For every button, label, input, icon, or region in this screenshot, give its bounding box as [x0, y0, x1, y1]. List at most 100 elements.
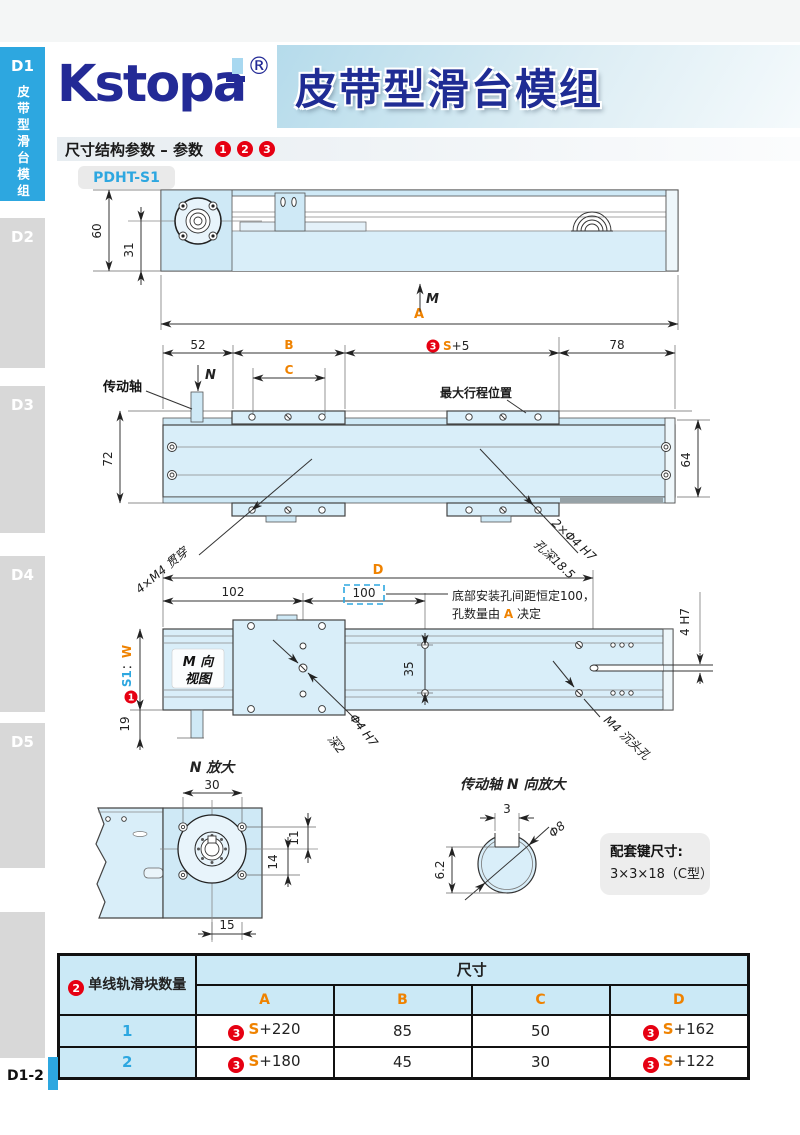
row-accent-bar: [48, 1057, 58, 1090]
dim-B: B: [284, 338, 293, 352]
row1-C: 50: [470, 1013, 611, 1048]
dim-W-label: S1：W: [120, 645, 134, 687]
detail-n-title: N 放大: [190, 759, 237, 776]
note-phi4h7: Φ4 H7: [347, 711, 381, 749]
mounting-note-line1: 底部安装孔间距恒定100，: [452, 588, 595, 603]
note-m4-counterbore: M4 沉头孔: [601, 713, 654, 763]
m-view-label-1: M 向: [183, 654, 215, 670]
param-badge-3-icon: 3: [642, 1057, 659, 1073]
drive-shaft-stub: [190, 391, 204, 423]
dim-72: 72: [101, 451, 115, 466]
dim-102: 102: [222, 585, 245, 599]
key-spec-title: 配套键尺寸:: [610, 843, 683, 860]
note-phi4h7-depth: 深2: [325, 732, 348, 756]
sidebar-tab-d4-label: D4: [11, 566, 34, 584]
flange-bolts: [178, 201, 218, 241]
slider-block: [274, 192, 306, 232]
bottom-slider-plate: [232, 619, 346, 716]
key-spec-box: [600, 833, 710, 895]
side-view: 60 31 A M: [90, 189, 679, 330]
row1-B: 85: [332, 1013, 473, 1048]
page-title: 皮带型滑台模组: [295, 65, 604, 114]
param-badge-3-digit: 3: [430, 342, 437, 353]
sidebar-tab-d2[interactable]: D2: [0, 218, 45, 368]
dim-35: 35: [402, 661, 416, 676]
dim-52: 52: [190, 338, 205, 352]
dim-C: C: [285, 363, 294, 377]
logo-accent-square: [232, 58, 243, 74]
row2-B: 45: [332, 1045, 473, 1080]
plan-dark-band: [560, 497, 663, 503]
dim-4H7: 4 H7: [678, 608, 692, 636]
param-badge-3-icon: 3: [228, 1025, 245, 1042]
n-direction-label: N: [205, 368, 216, 383]
brand-logo-text: Kstopa: [57, 55, 247, 114]
page-title-banner: 皮带型滑台模组: [277, 45, 800, 128]
param-badge-3-icon: [426, 339, 440, 353]
param-badge-3-icon: 3: [228, 1057, 245, 1073]
detail-n-left-body: [95, 807, 164, 919]
param-badge-2-icon: 2: [68, 980, 85, 996]
view-label-box: [171, 648, 225, 689]
dim-6-2: 6.2: [433, 860, 447, 879]
sidebar-tab-d1[interactable]: D1 皮带型滑台模组: [0, 47, 45, 201]
shaft-slot: [593, 665, 663, 671]
bottom-view: D 102 100 底部安装孔间距恒定100， 孔数量由 A 决定: [118, 563, 713, 763]
table-col-B: B: [332, 983, 473, 1016]
plan-corner-screws: [167, 442, 671, 480]
sidebar-tab-d4[interactable]: D4: [0, 556, 45, 712]
dim-A: A: [414, 307, 424, 322]
dim-S+5: S+5: [443, 339, 469, 353]
table-col-D: D: [608, 983, 750, 1016]
plan-view: 52 B 3 S+5 78 C N 传动轴 最大行程位置 72: [101, 337, 710, 596]
registered-mark: ®: [247, 52, 271, 80]
bottom-end-cap: [662, 628, 674, 711]
dim-19: 19: [118, 716, 132, 731]
shaft-keyway: [495, 833, 519, 847]
section-header: 尺寸结构参数 – 参数 1 2 3: [57, 137, 800, 161]
table-col-A: A: [194, 983, 335, 1016]
drive-shaft-label: 传动轴: [102, 379, 142, 395]
param-badge-1-icon: [124, 690, 138, 704]
detail-shaft-title: 传动轴 N 向放大: [460, 776, 567, 793]
param-badge-3: 3: [258, 141, 275, 157]
plan-right-tab: [480, 515, 512, 523]
param-badge-3-icon: 3: [642, 1025, 659, 1042]
sidebar-tab-d3[interactable]: D3: [0, 386, 45, 533]
brand-logo: Kstopa ®: [57, 50, 287, 125]
max-stroke-label: 最大行程位置: [440, 385, 512, 400]
table-stub-label: 单线轨滑块数量: [88, 976, 187, 993]
dim-100-highlight-box: [343, 584, 385, 605]
m-view-label-2: 视图: [185, 671, 213, 687]
plan-left-tab: [265, 515, 297, 523]
dim-31: 31: [122, 242, 136, 257]
note-4xM4: 4×M4 贯穿: [133, 543, 192, 596]
dim-78: 78: [609, 338, 624, 352]
top-margin-strip: [0, 0, 800, 42]
page-number: D1-2: [7, 1068, 44, 1084]
section-title: 尺寸结构参数 – 参数: [65, 140, 203, 159]
param-badge-2: 2: [236, 141, 253, 157]
sidebar-tab-d5[interactable]: D5: [0, 723, 45, 868]
mounting-note-line2: 孔数量由 A 决定: [452, 606, 541, 621]
technical-drawings: 60 31 A M: [90, 189, 713, 942]
dim-64: 64: [679, 452, 693, 467]
sidebar-tab-blank: [0, 912, 45, 1058]
dim-15: 15: [219, 918, 234, 932]
dim-phi8: Φ8: [546, 818, 568, 840]
model-badge: PDHT-S1: [78, 166, 175, 189]
table-size-header: 尺寸: [194, 953, 750, 986]
m-direction-label: M: [426, 292, 439, 307]
detail-shaft-view: 传动轴 N 向放大 3 Φ8 6.2 配套键尺寸: 3×3×18（C型）: [433, 776, 713, 901]
dim-11: 11: [287, 830, 301, 845]
sidebar-tab-d2-label: D2: [11, 228, 34, 246]
drive-pulley: [571, 211, 613, 232]
plan-body: [162, 424, 676, 498]
detail-n-view: N 放大: [95, 759, 318, 942]
